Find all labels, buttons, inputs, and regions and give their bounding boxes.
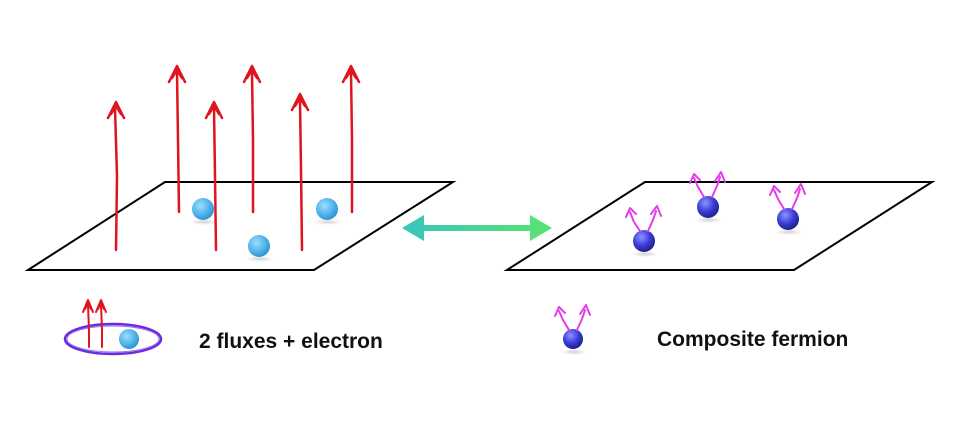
legend-label-flux-electron: 2 fluxes + electron (199, 330, 383, 353)
equivalence-double-arrow (402, 215, 552, 241)
electrons-group (190, 198, 342, 262)
legend-flux-electron-symbol (63, 299, 163, 356)
legend-composite-fermion-symbol (554, 304, 591, 355)
flux-arrows-group (106, 64, 361, 252)
flux-arrow (167, 64, 187, 214)
flux-arrow (341, 64, 361, 214)
flux-arrow (290, 92, 310, 252)
composite-fermions-group (625, 171, 806, 257)
right-plane (503, 181, 936, 271)
flux-arrow (204, 100, 224, 252)
composite-fermion (689, 171, 726, 223)
electron (190, 198, 218, 225)
flux-arrow (242, 64, 262, 214)
composite-fermion (769, 183, 806, 235)
composite-fermion (625, 205, 662, 257)
legend-label-composite-fermion: Composite fermion (657, 328, 849, 351)
electron (246, 235, 274, 262)
flux-arrow (106, 100, 126, 252)
electron (314, 198, 342, 225)
left-plane (24, 181, 457, 271)
